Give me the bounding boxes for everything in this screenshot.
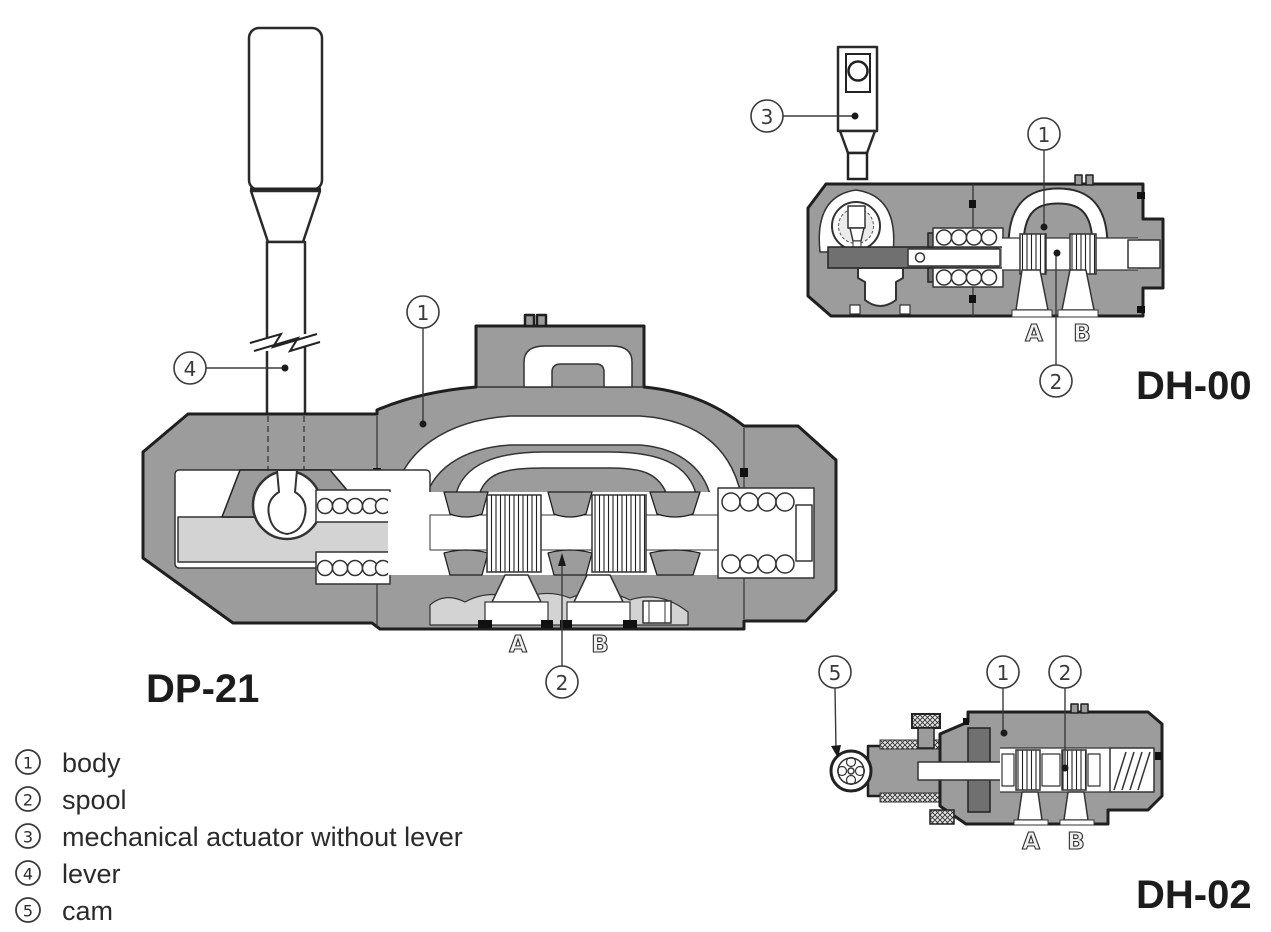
callout-4-lever: 4	[173, 351, 289, 385]
dp21-spool-land	[591, 494, 647, 573]
callout-5-cam: 5	[818, 655, 852, 758]
dh00-plug	[849, 267, 911, 315]
dp21-cap-clamp	[523, 313, 536, 328]
dp21-bottom-plug	[642, 600, 672, 624]
dp21-spring-left-upper	[315, 489, 392, 523]
dh02-port-label-a: A	[1022, 829, 1040, 855]
callout-2-spool-dp21: 2	[545, 553, 579, 699]
dp21-lever-ball-end	[267, 469, 307, 535]
dp21-break-symbol	[249, 332, 321, 353]
dp21-lever-taper	[249, 189, 322, 244]
callout-2-spool-dh02: 2	[1048, 655, 1082, 772]
dh02-cam-roller	[829, 749, 873, 793]
legend-label: spool	[62, 785, 127, 815]
callout-number: 2	[556, 671, 569, 695]
callout-number: 2	[1050, 370, 1063, 394]
legend-label: mechanical actuator without lever	[62, 822, 463, 852]
dh00-spool-land	[1069, 233, 1097, 275]
legend-item: 4 lever	[15, 859, 121, 889]
legend-badge: 5	[23, 902, 33, 921]
callout-1-body-dh00: 1	[1027, 117, 1061, 231]
valve-dh02: 5 1 2 A B DH-02	[818, 655, 1252, 917]
dh02-spring	[1109, 747, 1155, 793]
dh02-bottom-pad	[929, 809, 955, 825]
legend: 1 body 2 spool 3 mechanical actuator wit…	[15, 748, 463, 926]
dh00-actuator-stem	[836, 45, 879, 181]
dh00-port-label-a: A	[1025, 321, 1043, 347]
legend-item: 5 cam	[15, 896, 113, 926]
dp21-cap-channel	[523, 345, 633, 388]
dh02-push-rod	[917, 761, 1005, 781]
legend-label: lever	[62, 859, 121, 889]
callout-number: 2	[1059, 661, 1072, 685]
legend-item: 2 spool	[15, 785, 127, 815]
dh00-stem-tip	[847, 205, 866, 229]
dp21-lever-shaft	[265, 240, 307, 416]
dp21-lever	[247, 26, 324, 416]
legend-item: 1 body	[15, 748, 121, 778]
valve-title-dh00: DH-00	[1136, 364, 1252, 408]
dp21-lever-knob	[247, 26, 324, 192]
dp21-spring-right	[717, 487, 815, 579]
legend-badge: 2	[23, 791, 33, 810]
callout-1-body-dh02: 1	[986, 655, 1020, 737]
legend-badge: 3	[23, 828, 33, 847]
dh02-spool-land	[1061, 749, 1087, 791]
callout-number: 4	[184, 357, 197, 381]
dp21-cap-clamp	[535, 313, 548, 328]
dh02-spool-land	[1015, 749, 1041, 791]
valve-dp21: 4 1 2 A B DP-21	[141, 26, 838, 711]
legend-item: 3 mechanical actuator without lever	[15, 822, 463, 852]
dh00-end-rod	[1127, 239, 1161, 269]
dh00-spring	[932, 227, 1004, 288]
callout-number: 3	[761, 105, 774, 129]
legend-badge: 4	[23, 865, 33, 884]
dh00-port-label-b: B	[1073, 321, 1091, 347]
dh02-port-label-b: B	[1067, 829, 1085, 855]
legend-label: body	[62, 748, 121, 778]
callout-number: 5	[829, 661, 842, 685]
dh00-slider-rod	[907, 248, 1001, 267]
dp21-spool-stem	[429, 514, 731, 551]
dp21-port-label-a: A	[509, 632, 527, 658]
dh02-port-channel-b	[1063, 791, 1089, 821]
valve-title-dp21: DP-21	[146, 667, 259, 711]
legend-badge: 1	[23, 754, 33, 773]
dp21-spool-land	[486, 494, 542, 573]
legend-label: cam	[62, 896, 113, 926]
callout-number: 1	[997, 661, 1010, 685]
dh00-spool-land	[1019, 233, 1047, 275]
dh02-adjust-screw	[911, 713, 941, 749]
callout-3-actuator: 3	[750, 99, 859, 133]
callout-1-body-dp21: 1	[406, 295, 440, 428]
callout-2-spool-dh00: 2	[1039, 249, 1073, 398]
valve-title-dh02: DH-02	[1136, 873, 1252, 917]
callout-number: 1	[1038, 123, 1051, 147]
dp21-spring-left-lower	[315, 551, 392, 585]
callout-number: 1	[417, 301, 430, 325]
valve-dh00: 3 1 2 A B DH-00	[750, 45, 1252, 408]
dh02-port-channel-a	[1017, 791, 1043, 821]
dh00-stem-hole	[847, 60, 869, 82]
dp21-port-label-b: B	[591, 632, 609, 658]
